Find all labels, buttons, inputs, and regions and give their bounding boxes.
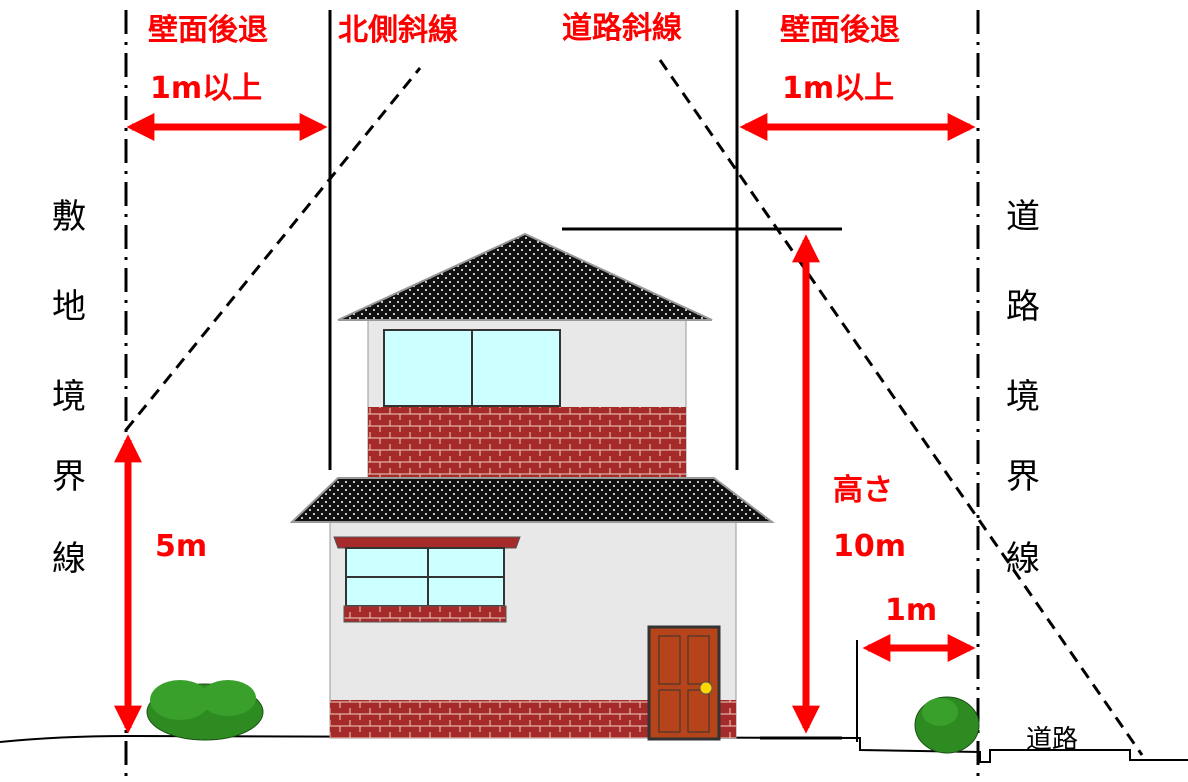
- wall-setback-right-value: 1m以上: [782, 71, 894, 106]
- right-bush: [914, 696, 980, 754]
- site-boundary-char: 線: [52, 539, 86, 579]
- wall-setback-right-label: 壁面後退: [780, 13, 900, 48]
- road-boundary-char: 道: [1006, 197, 1040, 237]
- window-awning: [333, 536, 521, 549]
- first-floor-window: [345, 547, 505, 607]
- road-slant-line: [658, 59, 1144, 756]
- road-boundary-label: 道 路 境 界 線: [1006, 197, 1040, 579]
- site-boundary-char: 境: [52, 377, 86, 417]
- road-boundary-char: 境: [1006, 377, 1040, 417]
- second-floor-window: [383, 329, 561, 407]
- wall-setback-left-label: 壁面後退: [148, 13, 268, 48]
- site-boundary-char: 敷: [52, 197, 86, 237]
- upper-roof: [337, 232, 713, 321]
- left-bush: [146, 680, 264, 741]
- site-boundary-label: 敷 地 境 界 線: [52, 197, 86, 579]
- site-boundary-char: 地: [52, 287, 86, 327]
- north-slant-label: 北側斜線: [338, 13, 458, 48]
- second-floor-brick: [368, 407, 686, 480]
- road-boundary-char: 路: [1006, 287, 1040, 327]
- building-height-title: 高さ: [833, 473, 893, 508]
- lower-roof: [289, 477, 775, 523]
- left-height-label: 5m: [155, 529, 207, 564]
- road-boundary-char: 線: [1006, 539, 1040, 579]
- window-sill: [343, 605, 507, 623]
- front-door: [647, 625, 721, 741]
- road-slant-label: 道路斜線: [562, 11, 682, 46]
- door-knob: [699, 681, 713, 695]
- road-label: 道路: [1026, 725, 1078, 755]
- ground-line: [0, 734, 1188, 763]
- wall-setback-left-value: 1m以上: [150, 71, 262, 106]
- house: [289, 232, 775, 741]
- road-offset-label: 1m: [885, 593, 937, 628]
- road-boundary-char: 界: [1006, 457, 1040, 497]
- north-slant-line: [124, 67, 422, 431]
- building-height-value: 10m: [833, 529, 906, 564]
- site-boundary-char: 界: [52, 457, 86, 497]
